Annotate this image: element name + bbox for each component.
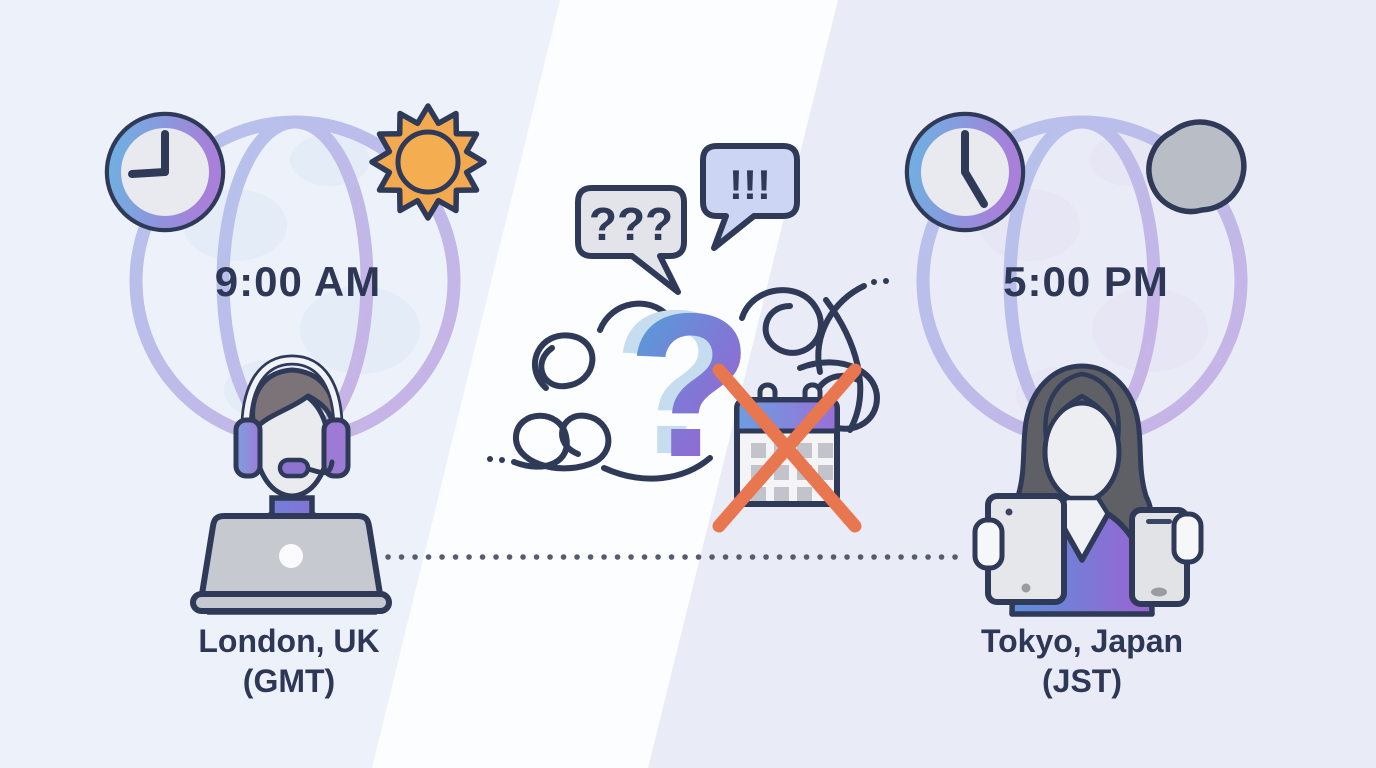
crossed-calendar-icon: [712, 363, 862, 533]
right-time-label: 5:00 PM: [1003, 258, 1169, 305]
left-timezone-label: (GMT): [243, 663, 335, 699]
woman-left-hand: [972, 517, 1005, 571]
right-timezone-label: (JST): [1042, 663, 1122, 699]
laptop-base: [190, 591, 392, 614]
tablet-camera-dot: [1005, 508, 1013, 516]
question-bubble-text: ???: [589, 198, 673, 250]
woman-tablet-phone-icon: [972, 363, 1204, 617]
moon-icon: [1146, 119, 1247, 215]
clock-icon: [904, 111, 1026, 233]
laptop-logo: [279, 544, 303, 568]
headset-earcup-right: [321, 417, 351, 479]
tablet-home-dot: [1021, 583, 1031, 593]
headset-earcup-left: [233, 417, 263, 479]
red-cross-icon: [712, 363, 862, 533]
left-city-label: London, UK: [198, 623, 379, 659]
exclamation-bubble-text: !!!: [729, 161, 771, 208]
headset-band: [243, 357, 341, 439]
phone-speaker: [1146, 519, 1172, 524]
exclamation-bubble-icon: !!!: [700, 143, 800, 251]
woman-right-hand: [1171, 511, 1204, 565]
phone-button: [1151, 587, 1167, 597]
sun-icon: [369, 103, 487, 221]
right-city-label: Tokyo, Japan: [981, 623, 1183, 659]
clock-hands-5pm: [961, 130, 988, 208]
mic-icon: [277, 457, 311, 479]
question-bubble-icon: ???: [575, 185, 687, 295]
mic-boom: [305, 459, 335, 476]
woman-bangs: [1043, 371, 1121, 441]
svg-text:?: ?: [613, 268, 738, 497]
clock-icon: [104, 111, 226, 233]
man-headset-laptop-icon: [190, 354, 392, 615]
left-time-label: 9:00 AM: [215, 258, 382, 305]
clock-hands-9am: [128, 130, 169, 178]
